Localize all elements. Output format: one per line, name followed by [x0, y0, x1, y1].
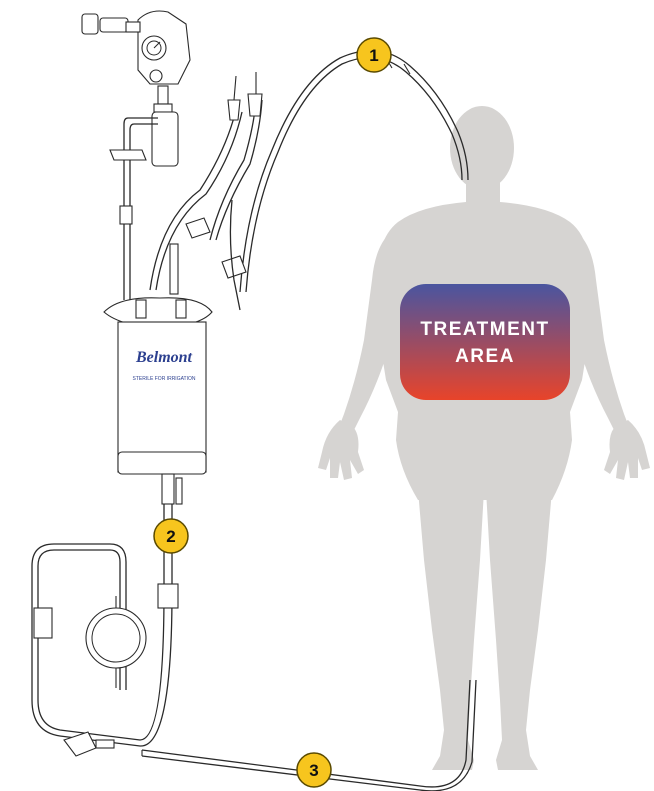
badge-3-label: 3 — [309, 761, 318, 780]
human-body-silhouette — [318, 106, 650, 770]
treatment-area-line1: TREATMENT — [420, 319, 549, 340]
device-assembly: Belmont STERILE FOR IRRIGATION — [32, 11, 262, 756]
badge-1-label: 1 — [369, 46, 378, 65]
treatment-area: TREATMENT AREA — [400, 284, 570, 400]
badge-2-label: 2 — [166, 527, 175, 546]
badge-2: 2 — [154, 519, 188, 553]
treatment-area-line2: AREA — [455, 346, 515, 367]
badge-1: 1 — [357, 38, 391, 72]
coil-icon — [86, 596, 146, 688]
badge-3: 3 — [297, 753, 331, 787]
brand-name: Belmont — [135, 349, 193, 366]
brand-tagline: STERILE FOR IRRIGATION — [133, 376, 196, 382]
